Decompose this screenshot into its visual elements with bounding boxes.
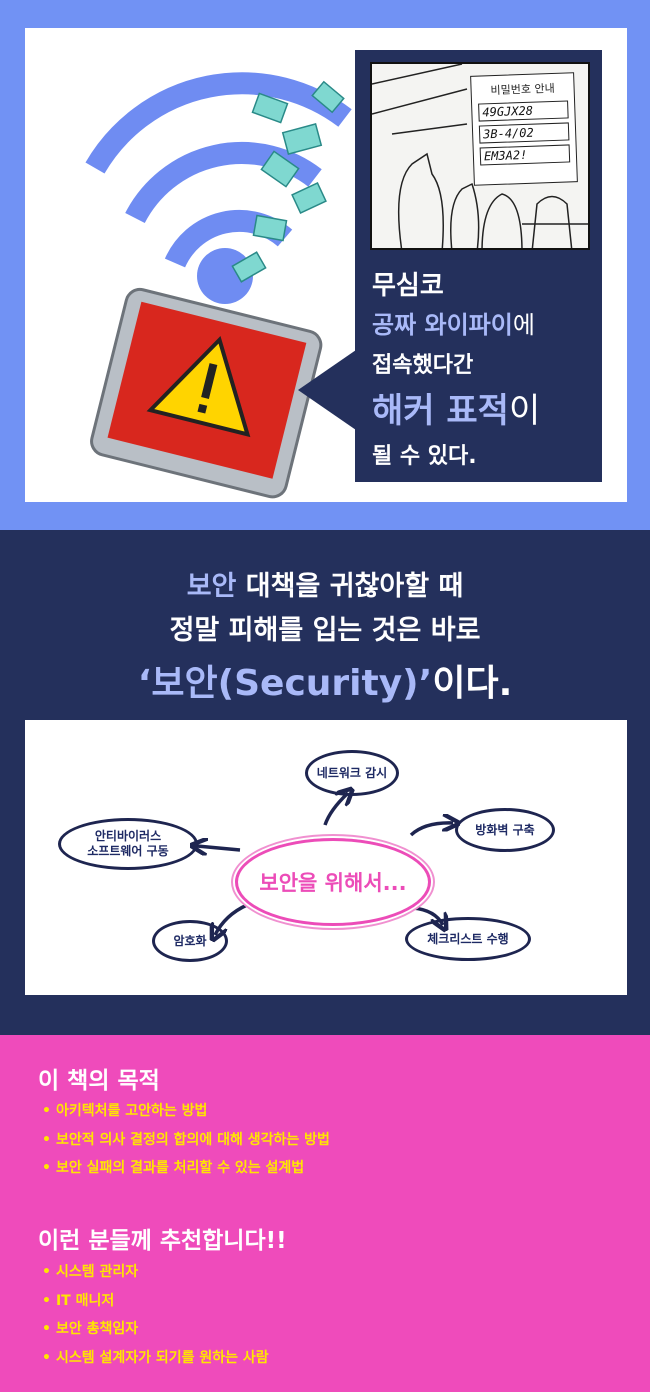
item-text: 보안 실패의 결과를 처리할 수 있는 설계법	[55, 1160, 305, 1176]
text: 이	[508, 391, 541, 431]
wifi-icon	[85, 72, 352, 268]
bullet-icon: •	[42, 1160, 51, 1176]
smartphone-icon	[90, 287, 323, 499]
mindmap-center: 보안을 위해서...	[235, 838, 431, 926]
bullet-icon: •	[42, 1264, 51, 1280]
bottom-section: 이 책의 목적 •아키텍처를 고안하는 방법 •보안적 의사 결정의 합의에 대…	[0, 1035, 650, 1392]
audience-title: 이런 분들께 추천합니다!!	[38, 1228, 287, 1254]
item-text: 시스템 관리자	[55, 1264, 139, 1280]
headline-line-2: 정말 피해를 입는 것은 바로	[169, 615, 481, 646]
bullet-icon: •	[42, 1103, 51, 1119]
comic-characters	[372, 64, 588, 248]
mindmap-node: 네트워크 감시	[305, 750, 399, 796]
highlight-text: 공짜 와이파이	[372, 311, 513, 339]
audience-item: •IT 매니저	[42, 1290, 114, 1310]
item-text: 시스템 설계자가 되기를 원하는 사람	[55, 1350, 269, 1366]
audience-item: •시스템 관리자	[42, 1261, 138, 1281]
mindmap-diagram: 보안을 위해서... 네트워크 감시 방화벽 구축 체크리스트 수행 암호화 안…	[25, 720, 627, 995]
headline-line-1: 보안 대책을 귀찮아할 때	[0, 564, 650, 603]
bullet-icon: •	[42, 1132, 51, 1148]
purpose-title: 이 책의 목적	[38, 1068, 160, 1094]
callout-line-2: 공짜 와이파이에	[372, 305, 535, 340]
mindmap-node: 체크리스트 수행	[405, 917, 531, 961]
middle-section: 보안 대책을 귀찮아할 때 정말 피해를 입는 것은 바로 ‘보안(Securi…	[0, 530, 650, 1035]
highlight-text: 보안	[186, 571, 237, 602]
item-text: 보안 총책임자	[55, 1321, 139, 1337]
callout-box: 비밀번호 안내 49GJX28 3B-4/02 EM3A2! 무심코 공짜 와이…	[355, 50, 602, 482]
item-text: 보안적 의사 결정의 합의에 대해 생각하는 방법	[55, 1132, 330, 1148]
warning-icon	[146, 335, 251, 438]
text: 이다.	[432, 663, 513, 704]
highlight-text: ‘보안(Security)’	[137, 663, 433, 704]
bullet-icon: •	[42, 1293, 51, 1309]
purpose-item: •보안적 의사 결정의 합의에 대해 생각하는 방법	[42, 1129, 330, 1149]
mindmap-node: 암호화	[152, 920, 228, 962]
callout-line-4: 해커 표적이	[372, 383, 540, 432]
audience-item: •보안 총책임자	[42, 1318, 138, 1338]
highlight-text: 해커 표적	[372, 391, 509, 431]
comic-illustration: 비밀번호 안내 49GJX28 3B-4/02 EM3A2!	[370, 62, 590, 250]
callout-line-3: 접속했다간	[372, 353, 474, 378]
purpose-item: •아키텍처를 고안하는 방법	[42, 1100, 207, 1120]
audience-item: •시스템 설계자가 되기를 원하는 사람	[42, 1347, 269, 1367]
callout-line-1: 무심코	[372, 271, 444, 301]
item-text: IT 매니저	[55, 1293, 115, 1309]
text: 대책을 귀찮아할 때	[236, 571, 464, 602]
item-text: 아키텍처를 고안하는 방법	[55, 1103, 208, 1119]
purpose-item: •보안 실패의 결과를 처리할 수 있는 설계법	[42, 1157, 304, 1177]
text: 에	[512, 311, 535, 339]
callout-line-5: 될 수 있다.	[372, 444, 477, 469]
headline-line-3: ‘보안(Security)’이다.	[0, 654, 650, 706]
mindmap-node: 안티바이러스 소프트웨어 구동	[58, 818, 198, 870]
bullet-icon: •	[42, 1350, 51, 1366]
flying-papers-icon	[231, 80, 345, 283]
speech-bubble-tail	[298, 350, 356, 430]
wifi-phone-illustration	[85, 72, 352, 499]
bullet-icon: •	[42, 1321, 51, 1337]
top-section: 비밀번호 안내 49GJX28 3B-4/02 EM3A2! 무심코 공짜 와이…	[0, 0, 650, 530]
mindmap-node: 방화벽 구축	[455, 808, 555, 852]
